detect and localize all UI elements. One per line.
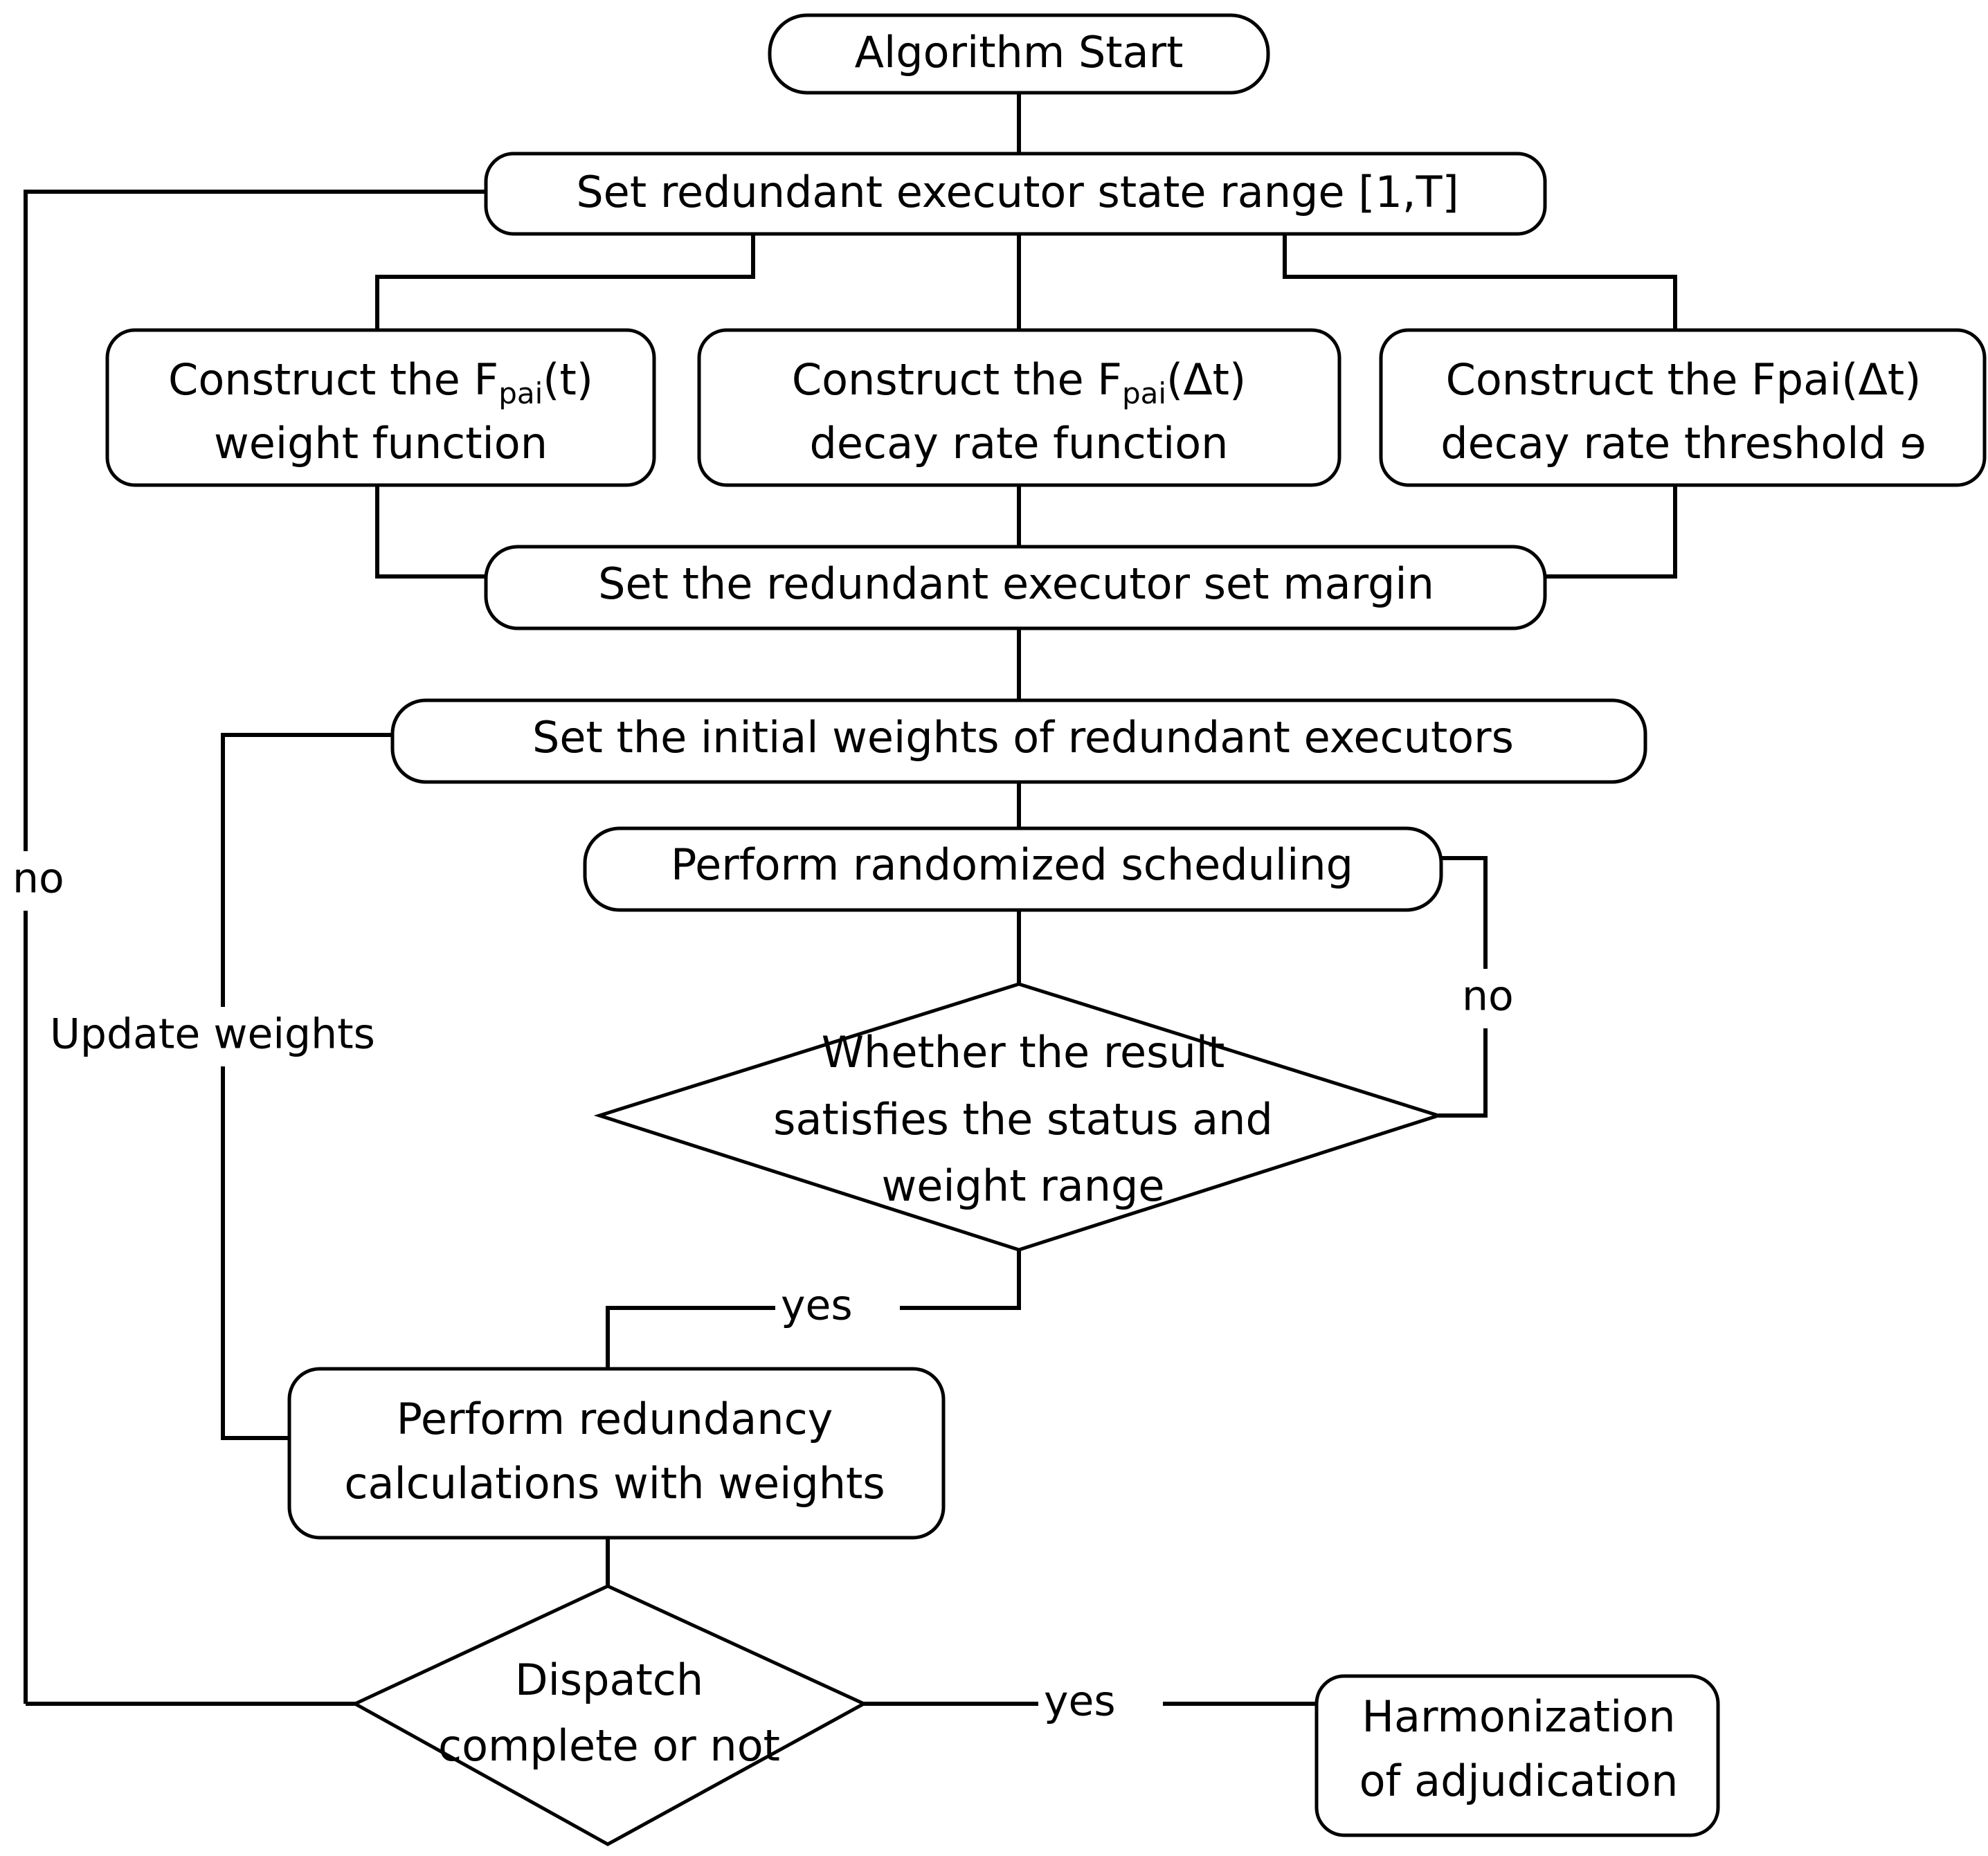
label-decision-result-line2: satisfies the status and xyxy=(773,1094,1273,1145)
edge-label-bg-result-yes xyxy=(775,1279,900,1337)
label-construct-weight-line2: weight function xyxy=(214,418,548,468)
edge-label-result-yes: yes xyxy=(781,1282,853,1330)
edge-branch-right xyxy=(1283,233,1677,330)
node-redundancy-calculations[interactable] xyxy=(287,1367,946,1540)
label-set-margin: Set the redundant executor set margin xyxy=(598,558,1434,609)
label-harmonization-line2: of adjudication xyxy=(1359,1756,1679,1806)
label-redundancy-line1: Perform redundancy xyxy=(397,1394,833,1444)
edge-weight-to-margin xyxy=(375,484,486,579)
edge-label-bg-outer-no xyxy=(7,851,90,911)
label-construct-weight-sub: pai xyxy=(498,376,543,410)
label-randomized-scheduling: Perform randomized scheduling xyxy=(671,839,1353,890)
node-algorithm-start[interactable] xyxy=(768,13,1270,95)
node-set-state-range[interactable] xyxy=(484,152,1547,236)
label-construct-weight-post: (t) xyxy=(543,354,593,405)
edge-label-bg-scheduling-no xyxy=(1454,969,1544,1028)
edge-label-outer-no: no xyxy=(12,855,64,903)
edge-label-bg-update-weights xyxy=(42,1007,429,1066)
edge-update-weights-loop xyxy=(221,733,392,1440)
label-construct-decay-pre: Construct the F xyxy=(792,354,1122,405)
node-decision-result-range[interactable] xyxy=(593,982,1445,1252)
label-construct-threshold-line1: Construct the Fpai(Δt) xyxy=(1446,354,1922,405)
label-construct-weight-pre: Construct the F xyxy=(168,354,498,405)
node-randomized-scheduling[interactable] xyxy=(583,826,1443,912)
edge-outer-no-return xyxy=(24,190,486,1704)
edge-branch-left xyxy=(375,233,755,330)
label-dispatch-line1: Dispatch xyxy=(515,1655,703,1705)
node-set-initial-weights[interactable] xyxy=(390,698,1647,784)
label-decision-result-line1: Whether the result xyxy=(822,1027,1225,1077)
node-harmonization-adjudication[interactable] xyxy=(1314,1674,1720,1837)
node-set-margin[interactable] xyxy=(484,545,1547,630)
label-algorithm-start: Algorithm Start xyxy=(855,27,1184,78)
edge-threshold-to-margin xyxy=(1545,484,1677,579)
edge-label-bg-dispatch-yes xyxy=(1038,1675,1163,1733)
label-construct-decay-post: (Δt) xyxy=(1166,354,1246,405)
label-construct-decay-sub: pai xyxy=(1122,376,1166,410)
node-construct-decay-rate-threshold[interactable] xyxy=(1379,328,1987,487)
label-set-state-range: Set redundant executor state range [1,T] xyxy=(576,167,1458,217)
label-construct-weight-line1: Construct the Fpai(t) xyxy=(168,354,593,410)
label-dispatch-line2: complete or not xyxy=(438,1720,780,1771)
label-set-initial-weights: Set the initial weights of redundant exe… xyxy=(532,712,1514,763)
edge-label-dispatch-yes: yes xyxy=(1044,1677,1116,1726)
edge-label-scheduling-no: no xyxy=(1462,972,1514,1021)
label-decision-result-line3: weight range xyxy=(881,1161,1164,1211)
label-construct-threshold-line2: decay rate threshold ɘ xyxy=(1440,418,1926,468)
label-construct-decay-line2: decay rate function xyxy=(810,418,1229,468)
node-construct-weight-function[interactable] xyxy=(105,328,656,487)
edge-label-update-weights: Update weights xyxy=(50,1010,375,1059)
label-construct-decay-line1: Construct the Fpai(Δt) xyxy=(792,354,1246,410)
label-redundancy-line2: calculations with weights xyxy=(344,1458,885,1509)
node-decision-dispatch-complete[interactable] xyxy=(351,1584,868,1846)
node-construct-decay-rate-function[interactable] xyxy=(697,328,1341,487)
label-harmonization-line1: Harmonization xyxy=(1362,1691,1675,1742)
